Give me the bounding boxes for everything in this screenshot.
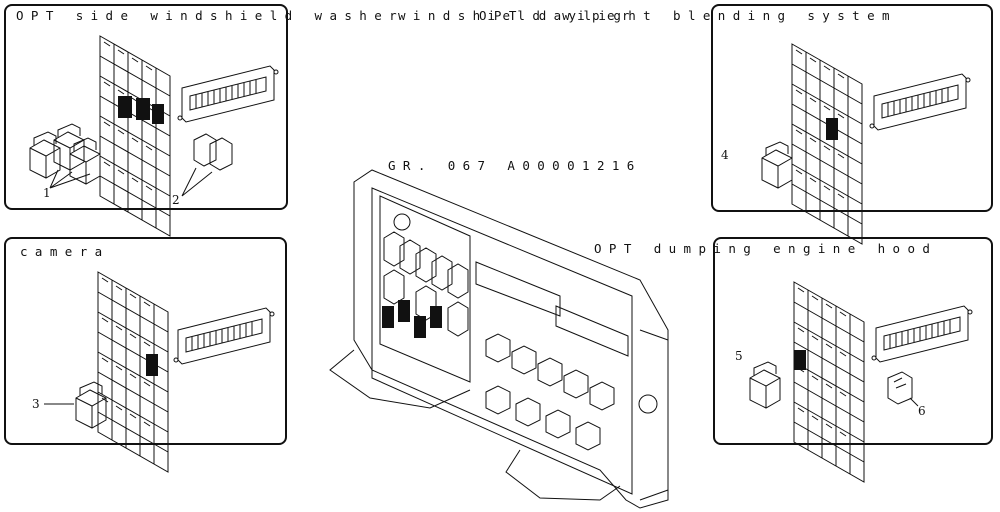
panel-mid-left-label: camera	[20, 244, 110, 259]
drawing-number: GR. 067 A00001216	[388, 158, 642, 173]
panel-top-left	[4, 4, 288, 210]
panel-top-right-label: OPT daylight blending system	[479, 8, 897, 23]
callout-2: 2	[172, 193, 180, 207]
panel-top-left-label-a: OPT side windshield washer	[16, 8, 405, 23]
callout-4: 4	[721, 148, 729, 162]
panel-top-left-label-b: windshield wiper	[398, 8, 637, 23]
panel-mid-right-label: OPT dumping engine hood	[594, 241, 938, 256]
callout-5: 5	[735, 349, 743, 363]
callout-1: 1	[43, 186, 51, 200]
callout-6: 6	[918, 404, 926, 418]
panel-mid-right	[713, 237, 993, 445]
panel-mid-left	[4, 237, 287, 445]
callout-3: 3	[32, 397, 40, 411]
panel-top-right	[711, 4, 993, 212]
